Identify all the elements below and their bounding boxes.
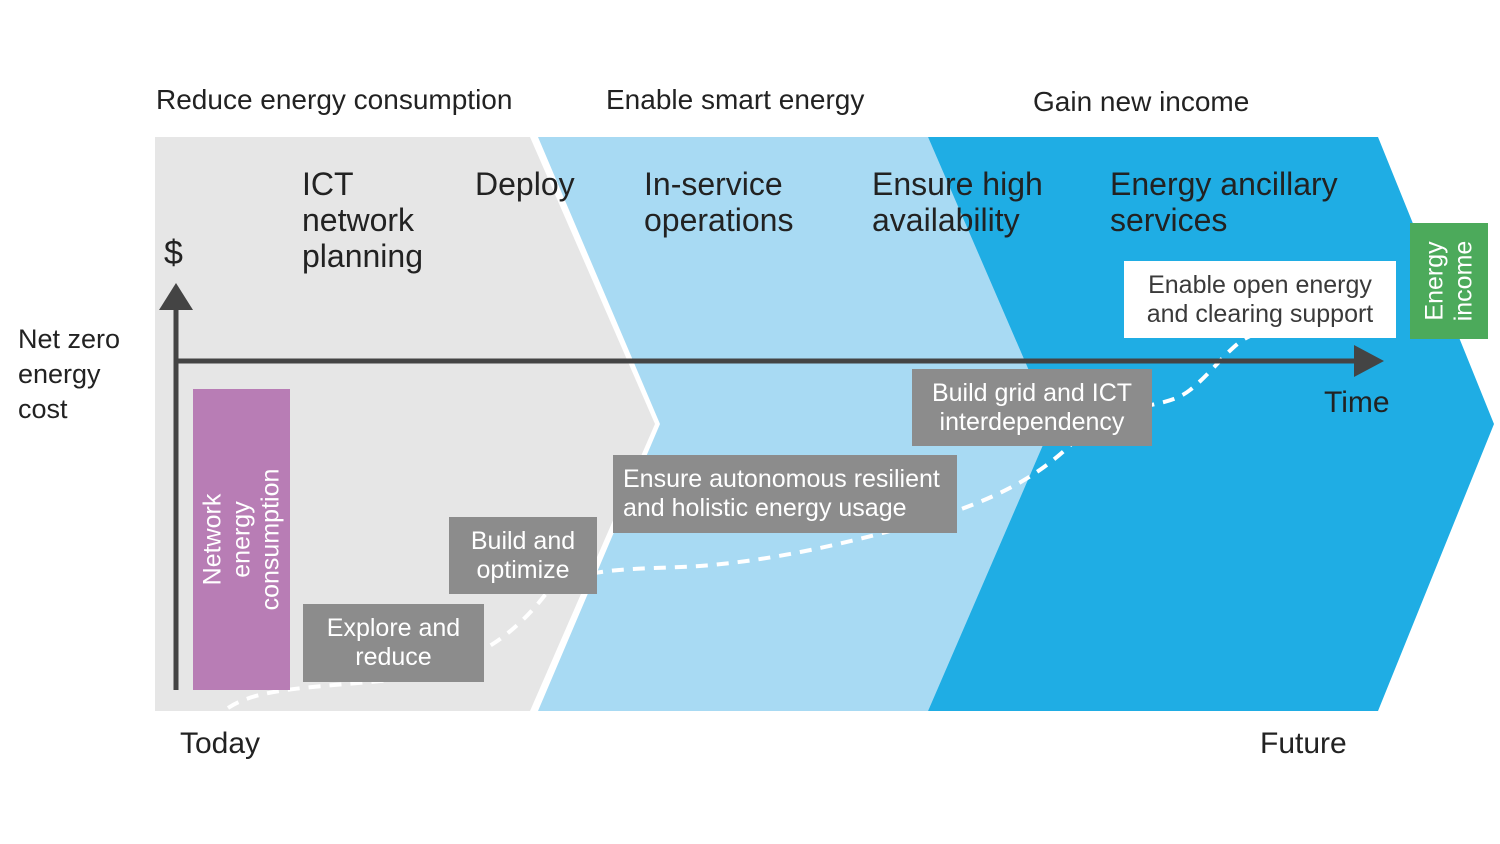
timeline-end-label: Future: [1260, 727, 1347, 760]
milestone-autonomous-usage: Ensure autonomous resilient and holistic…: [613, 455, 957, 533]
milestone-grid-ict: Build grid and ICT interdependency: [912, 369, 1152, 446]
net-zero-label: Net zero energy cost: [18, 324, 121, 424]
network-energy-label: Network energy consumption: [198, 468, 284, 611]
phase-title-reduce: Reduce energy consumption: [156, 84, 513, 115]
phase-enable-chevron: [538, 137, 1052, 711]
step-high-availability: Ensure high availability: [872, 166, 1043, 238]
phase-title-enable: Enable smart energy: [606, 84, 865, 115]
y-axis-arrowhead: [159, 283, 193, 310]
y-axis-symbol: $: [164, 234, 183, 272]
phase-title-gain: Gain new income: [1033, 86, 1250, 117]
x-axis-arrowhead: [1354, 345, 1384, 377]
step-deploy: Deploy: [475, 166, 575, 202]
energy-income-label: Energy income: [1420, 240, 1477, 322]
step-in-service: In-service operations: [644, 166, 794, 238]
step-ict-planning: ICT network planning: [302, 166, 423, 274]
network-energy-bar: Network energy consumption: [193, 389, 290, 690]
milestone-explore-reduce: Explore and reduce: [303, 604, 484, 682]
step-ancillary: Energy ancillary services: [1110, 166, 1338, 238]
energy-income-bar: Energy income: [1410, 223, 1488, 339]
timeline-start-label: Today: [180, 727, 261, 760]
milestone-build-optimize: Build and optimize: [449, 517, 597, 594]
x-axis-label: Time: [1324, 386, 1390, 419]
milestone-open-energy: Enable open energy and clearing support: [1124, 261, 1396, 338]
